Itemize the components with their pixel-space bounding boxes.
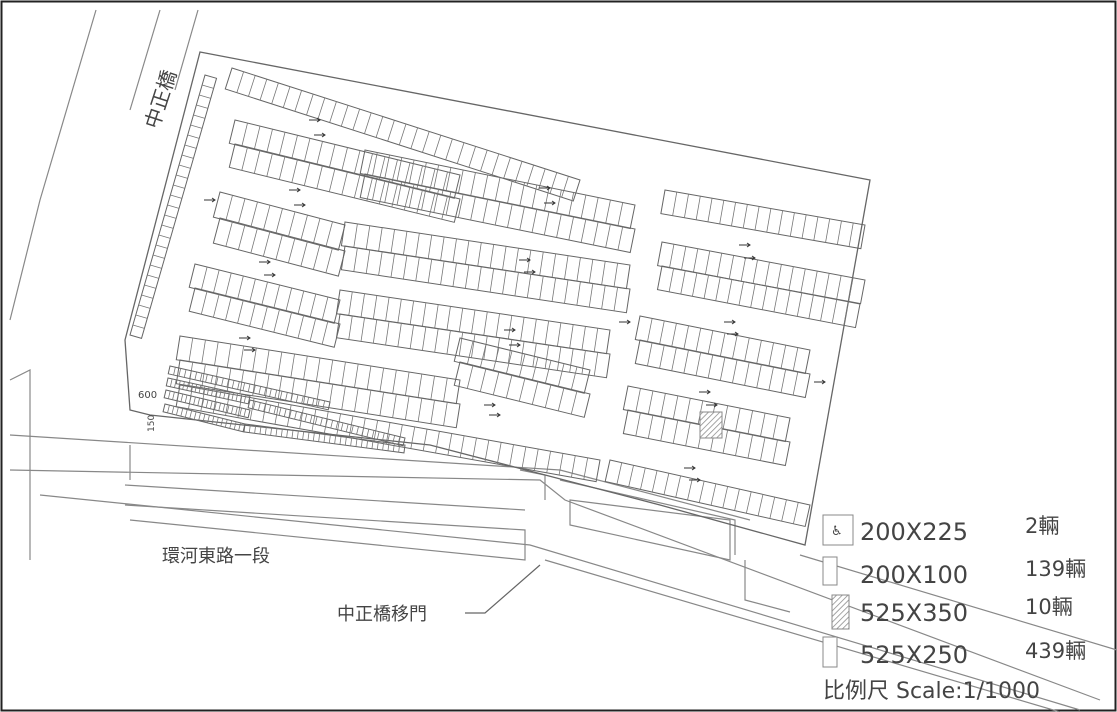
road-lines xyxy=(9,9,1117,712)
standard-slot-icon xyxy=(822,636,838,668)
legend-size: 200X225 xyxy=(860,518,968,546)
direction-arrow xyxy=(509,342,521,348)
legend-row: ♿ 200X225 2輛 xyxy=(822,514,1059,546)
legend-count: 2輛 xyxy=(1025,514,1059,538)
legend-count: 439輛 xyxy=(1025,639,1086,663)
stall-row xyxy=(340,245,631,314)
direction-arrow xyxy=(489,412,501,418)
road-label: 環河東路一段 xyxy=(162,546,270,567)
wheelchair-glyph: ♿ xyxy=(831,524,843,539)
legend-row: 200X100 139輛 xyxy=(822,556,1086,589)
legend-count: 139輛 xyxy=(1025,557,1086,581)
motorcycle-row xyxy=(162,403,246,433)
direction-arrow xyxy=(264,272,276,278)
direction-arrow xyxy=(244,347,256,353)
stall-row xyxy=(228,119,461,199)
stall-row xyxy=(656,265,861,329)
hatched-slot-icon xyxy=(831,594,850,630)
direction-arrow xyxy=(539,185,551,191)
motorcycle-row xyxy=(165,377,251,405)
stall-row xyxy=(660,189,866,250)
direction-arrow xyxy=(294,202,306,208)
stall-row xyxy=(359,149,636,230)
direction-arrow xyxy=(544,200,556,206)
direction-arrow xyxy=(814,379,826,385)
direction-arrow xyxy=(504,327,516,333)
legend-size: 525X250 xyxy=(860,641,968,669)
stall-row xyxy=(604,459,811,528)
legend-size: 525X350 xyxy=(860,599,968,627)
direction-arrow xyxy=(706,402,718,408)
accessible-stall-area xyxy=(699,411,723,439)
direction-arrow xyxy=(619,319,631,325)
direction-arrow xyxy=(689,477,701,483)
stall-row xyxy=(212,191,346,251)
stall-row xyxy=(228,143,461,223)
direction-arrow xyxy=(519,257,531,263)
motorcycle-row xyxy=(243,423,406,454)
direction-arrow xyxy=(699,389,711,395)
stall-row xyxy=(224,67,581,202)
direction-arrow xyxy=(239,335,251,341)
direction-arrow xyxy=(484,402,496,408)
direction-arrow xyxy=(739,242,751,248)
motorcycle-row xyxy=(163,389,251,419)
dimension-150: 150 xyxy=(147,415,157,432)
bridge-label: 中正橋 xyxy=(140,67,181,131)
gate-label: 中正橋移門 xyxy=(337,604,427,625)
direction-arrow xyxy=(727,331,739,337)
parking-stalls xyxy=(129,67,866,528)
direction-arrow xyxy=(724,319,736,325)
scale-label: 比例尺 Scale:1/1000 xyxy=(823,679,1040,704)
dimension-600: 600 xyxy=(138,390,157,401)
direction-arrow xyxy=(309,117,321,123)
stall-row xyxy=(175,384,601,483)
legend-row: 525X250 439輛 xyxy=(822,636,1086,669)
legend-row: 525X350 10輛 xyxy=(831,594,1073,630)
direction-arrow xyxy=(524,269,536,275)
legend-size: 200X100 xyxy=(860,561,968,589)
direction-arrow xyxy=(744,255,756,261)
legend: ♿ 200X225 2輛 200X100 139輛 525X350 10輛 52… xyxy=(822,514,1086,704)
blank-slot-icon xyxy=(822,556,838,586)
legend-count: 10輛 xyxy=(1025,595,1073,619)
stall-row xyxy=(188,287,341,348)
stall-row xyxy=(657,241,866,305)
stall-row xyxy=(453,337,591,394)
direction-arrow xyxy=(314,132,326,138)
stall-row xyxy=(453,361,591,418)
wheelchair-icon xyxy=(822,514,854,546)
direction-arrow xyxy=(204,197,216,203)
motorcycle-row xyxy=(247,399,406,447)
stall-row xyxy=(634,339,811,399)
stall-row xyxy=(340,221,631,290)
stall-row xyxy=(212,217,346,277)
stall-row xyxy=(188,263,341,324)
gate-leader xyxy=(465,564,541,614)
stall-row xyxy=(129,74,218,339)
stall-row xyxy=(359,173,636,254)
direction-arrow xyxy=(289,187,301,193)
direction-arrow xyxy=(259,259,271,265)
motorcycle-row xyxy=(167,365,331,411)
direction-arrow xyxy=(684,465,696,471)
